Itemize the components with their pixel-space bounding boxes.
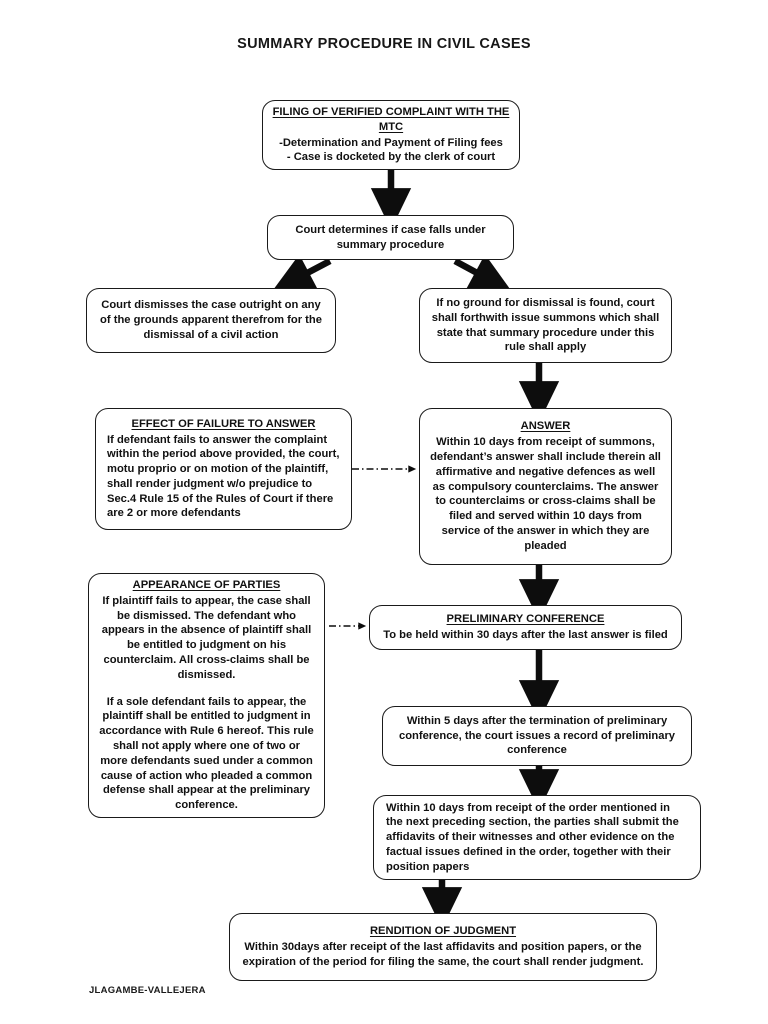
connector-determines-to-no-grounds [453, 254, 513, 292]
node-body: If no ground for dismissal is found, cou… [431, 296, 660, 354]
node-heading: RENDITION OF JUDGMENT [369, 925, 517, 938]
node-body: Within 5 days after the termination of p… [398, 714, 676, 757]
node-heading: ANSWER [520, 420, 571, 433]
node-body: Within 30days after receipt of the last … [242, 941, 644, 968]
node-body-paragraph-1: If plaintiff fails to appear, the case s… [101, 594, 312, 681]
node-answer[interactable]: ANSWER Within 10 days from receipt of su… [419, 408, 672, 565]
node-body: -Determination and Payment of Filing fee… [279, 136, 503, 164]
page-title: SUMMARY PROCEDURE IN CIVIL CASES [237, 36, 531, 52]
node-body-paragraph-2: If a sole defendant fails to appear, the… [99, 695, 314, 812]
node-body: Within 10 days from receipt of summons, … [430, 436, 661, 552]
node-filing-of-verified-complaint[interactable]: FILING OF VERIFIED COMPLAINT WITH THE MT… [262, 100, 520, 170]
node-heading: APPEARANCE OF PARTIES [132, 579, 281, 592]
node-preliminary-conference[interactable]: PRELIMINARY CONFERENCE To be held within… [369, 605, 682, 650]
node-body: Court dismisses the case outright on any… [100, 299, 322, 341]
node-court-dismisses-case-outright[interactable]: Court dismisses the case outright on any… [86, 288, 336, 353]
node-submission-of-affidavits-and-position-papers[interactable]: Within 10 days from receipt of the order… [373, 795, 701, 880]
node-record-of-preliminary-conference[interactable]: Within 5 days after the termination of p… [382, 706, 692, 766]
node-body: To be held within 30 days after the last… [383, 629, 668, 641]
node-effect-of-failure-to-answer[interactable]: EFFECT OF FAILURE TO ANSWER If defendant… [95, 408, 352, 530]
node-heading: PRELIMINARY CONFERENCE [446, 613, 605, 626]
node-heading: EFFECT OF FAILURE TO ANSWER [131, 417, 316, 430]
node-body: If defendant fails to answer the complai… [107, 433, 340, 520]
node-appearance-of-parties[interactable]: APPEARANCE OF PARTIES If plaintiff fails… [88, 573, 325, 818]
node-body: Court determines if case falls under sum… [295, 223, 486, 251]
node-no-ground-for-dismissal[interactable]: If no ground for dismissal is found, cou… [419, 288, 672, 363]
node-heading: FILING OF VERIFIED COMPLAINT WITH THE MT… [272, 105, 510, 133]
connector-determines-to-dismiss [271, 254, 332, 292]
node-court-determines-summary-procedure[interactable]: Court determines if case falls under sum… [267, 215, 514, 260]
node-rendition-of-judgment[interactable]: RENDITION OF JUDGMENT Within 30days afte… [229, 913, 657, 981]
footer-credit: JLAGAMBE-VALLEJERA [89, 985, 206, 996]
node-body: Within 10 days from receipt of the order… [386, 801, 679, 873]
